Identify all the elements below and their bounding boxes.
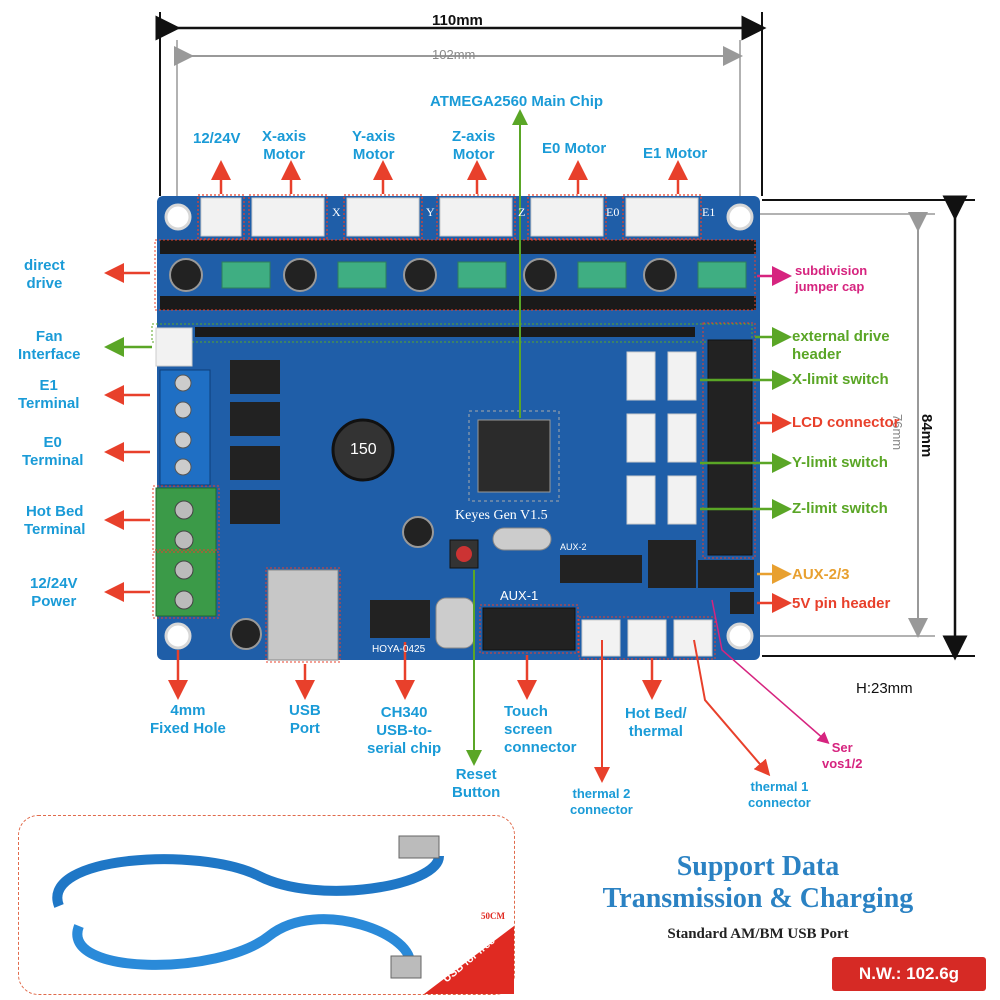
v1224-label: 12/24V — [193, 130, 241, 147]
axis-mark-e1: E1 — [702, 205, 716, 219]
inductor-value: 150 — [350, 441, 377, 458]
y-limit-label: Y-limit switch — [792, 454, 888, 471]
axis-mark-x: X — [332, 205, 341, 219]
mount-hole-tl — [164, 203, 192, 231]
board-version: HOYA-0425 — [372, 644, 426, 655]
usb-length: 50CM — [481, 911, 505, 921]
axis-mark-z: Z — [518, 205, 526, 219]
usb-cable-box: USB for free 50CM — [18, 815, 515, 995]
x-limit-label: X-limit switch — [792, 371, 889, 388]
mount-hole-bl — [164, 622, 192, 650]
e0-motor-label: E0 Motor — [542, 140, 607, 157]
mount-hole-tr — [726, 203, 754, 231]
lcd-label: LCD connector — [792, 414, 900, 431]
aux23-label: AUX-2/3 — [792, 566, 850, 583]
usb-cable-image — [52, 835, 514, 994]
mainboard — [151, 194, 760, 663]
dimension-lines — [155, 12, 975, 661]
width-inner-label: 102mm — [432, 47, 476, 62]
width-outer-label: 110mm — [432, 12, 483, 29]
e1-motor-label: E1 Motor — [643, 145, 708, 162]
right-arrows — [700, 266, 792, 613]
thickness-label: H:23mm — [856, 680, 913, 697]
main-chip-label: ATMEGA2560 Main Chip — [430, 93, 604, 110]
promo-subtitle: Standard AM/BM USB Port — [667, 926, 849, 942]
board-name: Keyes Gen V1.5 — [455, 508, 548, 523]
promo-title-2: Transmission & Charging — [602, 883, 914, 914]
top-arrows — [211, 109, 688, 418]
net-weight-badge: N.W.: 102.6g — [832, 957, 986, 991]
hotbed-thermal-label: Hot Bed/thermal — [625, 705, 687, 740]
bottom-arrows — [168, 570, 830, 783]
height-outer-label: 84mm — [918, 414, 935, 458]
aux1-silk: AUX-1 — [500, 588, 539, 603]
axis-mark-y: Y — [426, 205, 435, 219]
left-arrows — [104, 263, 152, 602]
aux2-silk: AUX-2 — [560, 542, 587, 552]
z-limit-label: Z-limit switch — [792, 500, 888, 517]
axis-mark-e0: E0 — [606, 205, 620, 219]
promo-title-1: Support Data — [676, 851, 840, 882]
v5-header-label: 5V pin header — [792, 595, 891, 612]
mount-hole-br — [726, 622, 754, 650]
